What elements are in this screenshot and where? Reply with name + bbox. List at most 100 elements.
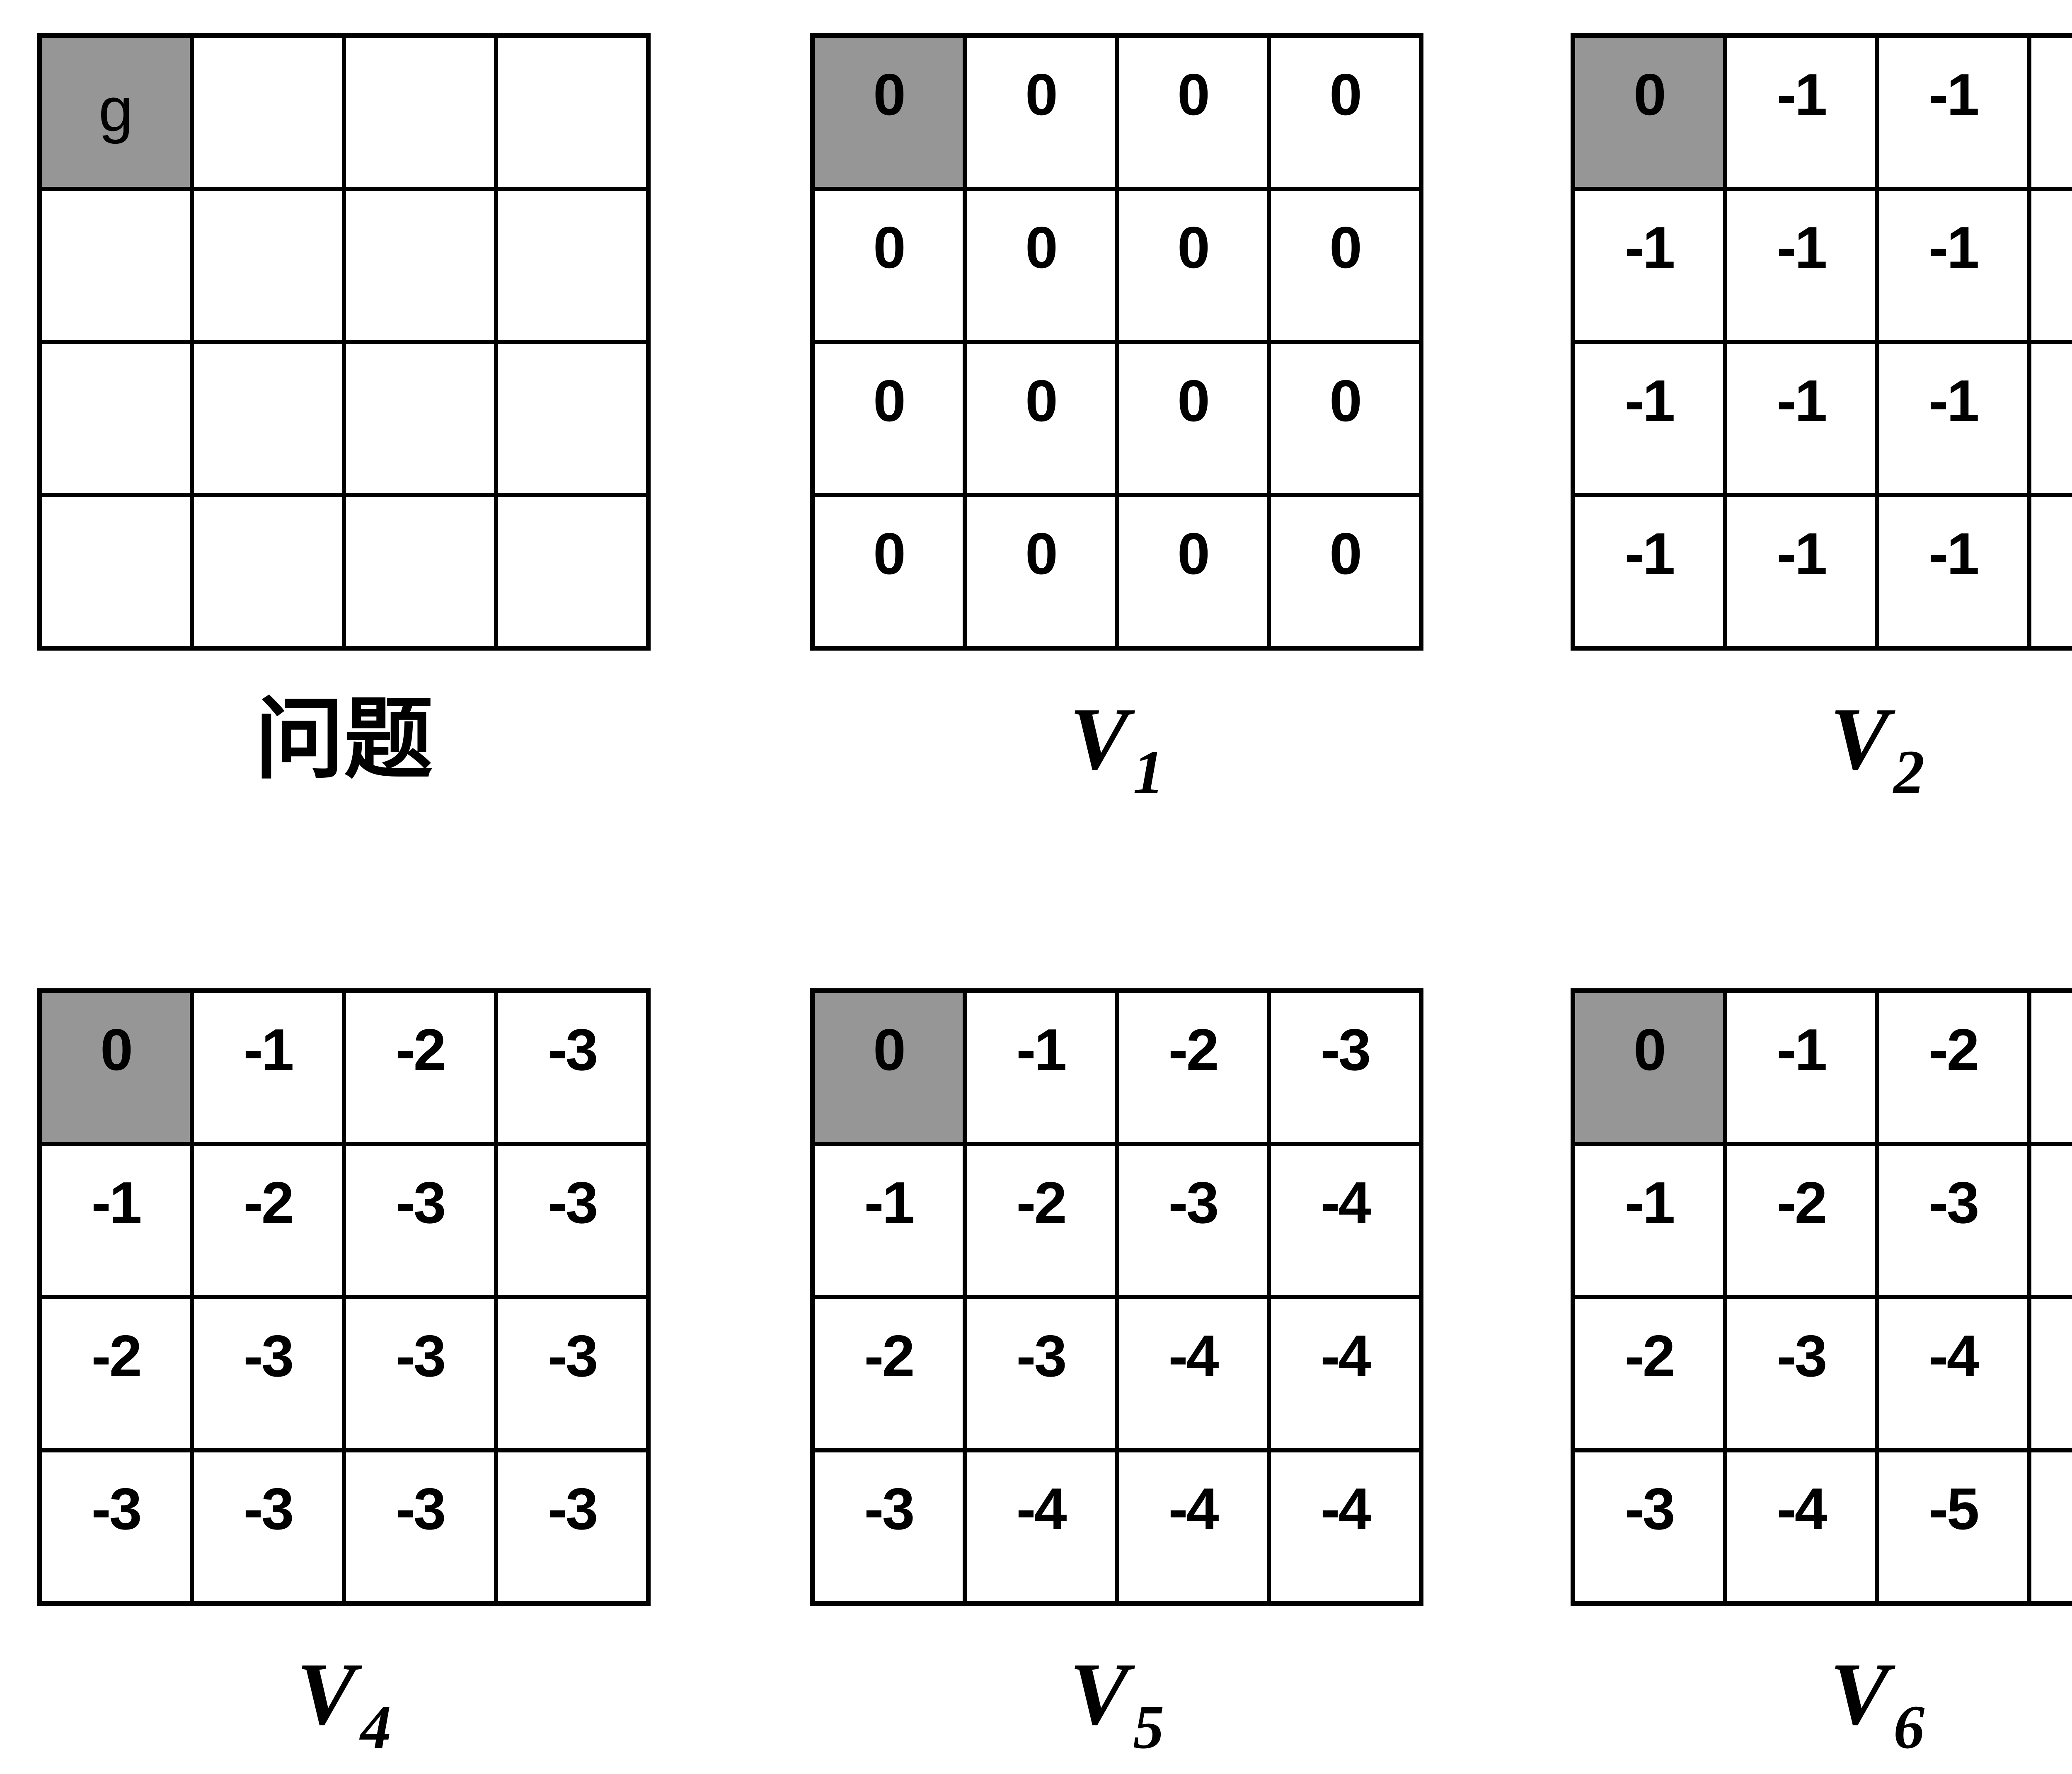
goal-cell: 0 — [1575, 38, 1723, 187]
grid-cell: -3 — [1575, 1452, 1723, 1601]
cell-value: -3 — [395, 1323, 446, 1389]
cell-value: 0 — [1025, 521, 1058, 587]
grid-cell: -2 — [1119, 993, 1267, 1142]
problem-grid: g — [37, 33, 651, 651]
label-base: V — [1069, 1644, 1129, 1743]
cell-value: -3 — [91, 1476, 142, 1542]
value-grid-v4: 0-1-2-3-1-2-3-3-2-3-3-3-3-3-3-3 — [37, 988, 651, 1606]
label-base: V — [1830, 1644, 1890, 1743]
grid-cell — [194, 344, 342, 493]
grid-cell: 0 — [815, 344, 963, 493]
cell-value: 0 — [1025, 61, 1058, 128]
cell-value: -3 — [547, 1170, 598, 1236]
grid-cell: -3 — [1119, 1146, 1267, 1295]
panel-label-v4: V4 — [37, 1645, 651, 1761]
panel-label-v1: V1 — [810, 690, 1423, 806]
grid-cell: -3 — [815, 1452, 963, 1601]
value-grid-v6: 0-1-2-3-1-2-3-4-2-3-4-5-3-4-5-5 — [1571, 988, 2072, 1606]
cell-value: -1 — [1929, 61, 1979, 128]
cell-value: -2 — [91, 1323, 142, 1389]
goal-cell: 0 — [1575, 993, 1723, 1142]
grid-cell — [498, 344, 646, 493]
cell-value: -1 — [1624, 1170, 1675, 1236]
cell-value: 0 — [1177, 521, 1210, 587]
grid-cell: 0 — [1119, 191, 1267, 340]
grid-cell: 0 — [1271, 344, 1419, 493]
cell-value: 0 — [1329, 215, 1362, 281]
grid-cell: -1 — [815, 1146, 963, 1295]
cell-value: 0 — [1025, 215, 1058, 281]
cell-value: -3 — [547, 1016, 598, 1083]
grid-cell: -3 — [346, 1299, 494, 1448]
cell-value: -4 — [1777, 1476, 1827, 1542]
grid-cell: -3 — [498, 1299, 646, 1448]
cell-value: -1 — [1777, 521, 1827, 587]
cell-value: -4 — [1320, 1323, 1371, 1389]
value-grid-v2: 0-1-1-1-1-1-1-1-1-1-1-1-1-1-1-1 — [1571, 33, 2072, 651]
cell-value: -2 — [1624, 1323, 1675, 1389]
grid-cell: -1 — [194, 993, 342, 1142]
grid-cell: 0 — [967, 344, 1115, 493]
grid-cell — [346, 38, 494, 187]
grid-cell: -3 — [1879, 1146, 2027, 1295]
cell-value: 0 — [1177, 61, 1210, 128]
cell-value: -2 — [1168, 1016, 1219, 1083]
cell-value: 0 — [1329, 61, 1362, 128]
cell-value: -1 — [1777, 215, 1827, 281]
panel-v6: 0-1-2-3-1-2-3-4-2-3-4-5-3-4-5-5 V6 — [1571, 988, 2072, 1762]
grid-cell: 0 — [815, 497, 963, 646]
panel-v4: 0-1-2-3-1-2-3-3-2-3-3-3-3-3-3-3 V4 — [37, 988, 651, 1762]
grid-cell: -1 — [1727, 993, 1875, 1142]
cell-value: 0 — [1329, 521, 1362, 587]
label-subscript: 2 — [1893, 738, 1925, 806]
grid-cell — [498, 191, 646, 340]
cell-value: 0 — [873, 521, 906, 587]
grid-cell: -1 — [2031, 38, 2072, 187]
grid-cell: -4 — [1879, 1299, 2027, 1448]
panel-label-v2: V2 — [1571, 689, 2072, 806]
cell-value: -3 — [1777, 1323, 1827, 1389]
cell-value: -3 — [1320, 1016, 1371, 1083]
panel-label-v6: V6 — [1571, 1644, 2072, 1761]
grid-cell — [42, 191, 190, 340]
panel-problem: g 问题 — [37, 33, 651, 788]
cell-value: -3 — [1624, 1476, 1675, 1542]
grid-cell: -2 — [346, 993, 494, 1142]
cell-value: -1 — [1777, 1016, 1827, 1083]
grid-cell: 0 — [1271, 38, 1419, 187]
grid-cell: 0 — [967, 191, 1115, 340]
cell-value: -4 — [1168, 1476, 1219, 1542]
grid-cell: 0 — [967, 497, 1115, 646]
grid-cell — [346, 344, 494, 493]
cell-value: 0 — [873, 368, 906, 434]
cell-value: -1 — [864, 1170, 915, 1236]
grid-cell: -3 — [1271, 993, 1419, 1142]
grid-cell: -2 — [1879, 993, 2027, 1142]
cell-value: -3 — [243, 1476, 294, 1542]
grid-cell: -1 — [1575, 191, 1723, 340]
grid-cell: -3 — [498, 1452, 646, 1601]
label-subscript: 1 — [1133, 738, 1164, 806]
grid-cell: -1 — [2031, 344, 2072, 493]
cell-value: -1 — [243, 1016, 294, 1083]
grid-cell: -4 — [1119, 1452, 1267, 1601]
cell-value: -4 — [1320, 1476, 1371, 1542]
cell-value: -2 — [864, 1323, 915, 1389]
label-base: V — [1830, 689, 1890, 788]
cell-value: -2 — [1016, 1170, 1067, 1236]
grid-cell: -4 — [1119, 1299, 1267, 1448]
grid-cell — [498, 38, 646, 187]
cell-value: -2 — [395, 1016, 446, 1083]
cell-value: -1 — [1929, 521, 1979, 587]
grid-cell: 0 — [1271, 191, 1419, 340]
cell-value: -5 — [1929, 1476, 1979, 1542]
grid-cell: -1 — [1727, 38, 1875, 187]
cell-value: -4 — [1320, 1170, 1371, 1236]
grid-cell: -3 — [2031, 993, 2072, 1142]
grid-cell: 0 — [1119, 38, 1267, 187]
grid-cell: -2 — [967, 1146, 1115, 1295]
cell-value: -1 — [1016, 1016, 1067, 1083]
grid-cell — [498, 497, 646, 646]
